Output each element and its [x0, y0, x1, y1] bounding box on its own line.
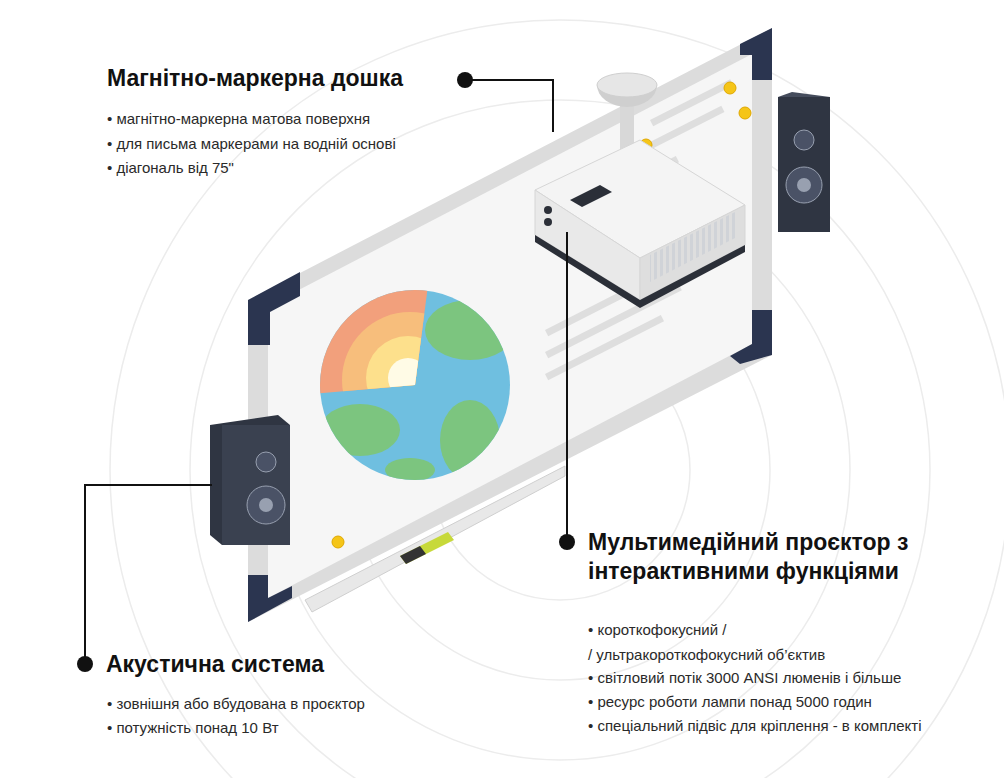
leader-lines: [85, 80, 567, 664]
spec-item: • короткофокусний /: [588, 620, 726, 640]
speaker: [778, 92, 830, 232]
spec-item: • для письма маркерами на водній основі: [107, 134, 396, 154]
callout-heading: Магнітно-маркерна дошка: [107, 64, 403, 93]
spec-item: • зовнішня або вбудована в проєктор: [107, 694, 365, 714]
spec-item: / ультракороткофокусний об’єктив: [588, 645, 825, 665]
callout-heading: Акустична система: [106, 650, 324, 679]
callout-heading: Мультимедійний проєктор з інтерактивними…: [588, 528, 963, 586]
globe: [320, 290, 515, 482]
spec-item: • ресурс роботи лампи понад 5000 годин: [588, 692, 872, 712]
leader-dots: [77, 72, 575, 672]
spec-item: • магнітно-маркерна матова поверхня: [107, 109, 370, 129]
spec-item: • світловий потік 3000 ANSI люменів і бі…: [588, 668, 901, 688]
spec-item: • потужність понад 10 Вт: [107, 718, 279, 738]
spec-item: • діагональ від 75": [107, 158, 234, 178]
spec-item: • спеціальний підвіс для кріплення - в к…: [588, 716, 922, 736]
speaker: [210, 415, 290, 545]
